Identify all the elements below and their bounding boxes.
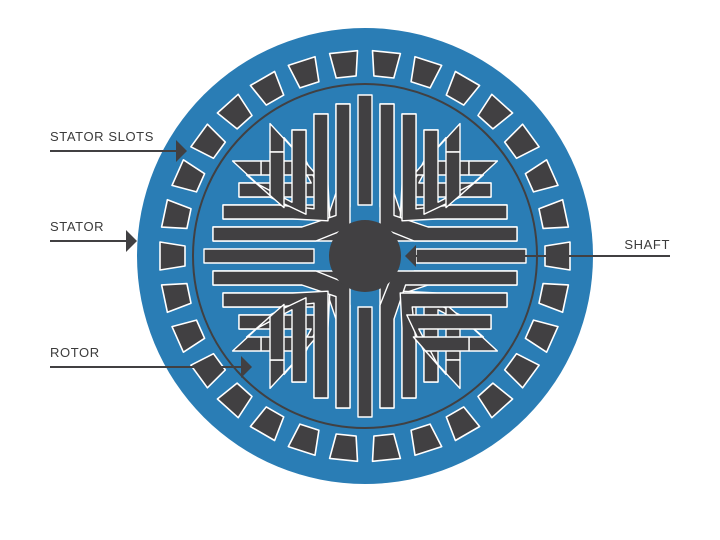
stator-slot — [477, 93, 514, 130]
stator-slot — [503, 123, 540, 160]
shaft-callout: SHAFT — [405, 237, 670, 267]
stator-slot — [328, 49, 359, 79]
stator-slot — [328, 433, 359, 463]
stator-slot — [477, 382, 514, 419]
rotor-bar-nested — [379, 103, 518, 242]
stator-slot — [445, 406, 481, 442]
shaft-label: SHAFT — [624, 237, 670, 252]
rotor-bar-nested — [231, 303, 285, 361]
rotor-bar-nested — [399, 292, 508, 399]
rotor-label: ROTOR — [50, 345, 100, 360]
stator-arrowhead — [126, 230, 137, 252]
stator-slot — [538, 282, 570, 314]
stator-slot — [171, 159, 206, 193]
stator-slot — [287, 423, 320, 457]
stator-slot — [249, 70, 285, 106]
stator-slots-callout: STATOR SLOTS — [50, 129, 187, 162]
stator-slot — [249, 406, 285, 442]
rotor-bar-arm — [203, 248, 315, 264]
stator-slot — [410, 55, 443, 89]
rotor-bar-arm — [357, 306, 373, 418]
rotor-bar-nested — [222, 290, 329, 399]
stator-slot — [216, 93, 253, 130]
stator-slots-label: STATOR SLOTS — [50, 129, 154, 144]
stator-slot — [171, 319, 206, 354]
rotor-bar-nested — [401, 113, 508, 222]
stator-label: STATOR — [50, 219, 104, 234]
rotor-bar-nested — [212, 103, 351, 242]
stator-slot — [538, 198, 570, 230]
stator-slot — [287, 55, 320, 89]
rotor-bars-group — [203, 94, 527, 418]
stator-slot — [445, 70, 481, 106]
stator-callout: STATOR — [50, 219, 137, 252]
rotor-arrowhead — [241, 356, 252, 378]
stator-slot — [524, 319, 559, 354]
stator-slot — [216, 382, 253, 419]
rotor-callout: ROTOR — [50, 345, 252, 378]
rotor-bar-nested — [222, 113, 329, 222]
shaft — [329, 220, 401, 292]
stator-slot — [190, 123, 227, 160]
stator-slot — [371, 433, 402, 463]
stator-slot — [160, 198, 192, 230]
stator-slot — [159, 241, 186, 271]
stator-slots-group — [159, 49, 571, 463]
stator-slot — [160, 282, 192, 314]
stator-slot — [190, 352, 227, 389]
rotor-bar-nested — [379, 270, 518, 409]
stator-slot — [503, 352, 540, 389]
rotor-bar-nested — [231, 151, 285, 209]
stator-slot — [410, 423, 443, 457]
shaft-arrowhead — [405, 245, 416, 267]
rotor-bar-nested — [212, 270, 351, 409]
stator-slot — [371, 49, 402, 79]
rotor-bar-nested — [412, 336, 470, 390]
rotor-bar-nested — [445, 151, 499, 209]
stator-slot — [524, 159, 559, 193]
rotor-bar-arm — [357, 94, 373, 206]
stator-slots-arrowhead — [176, 140, 187, 162]
